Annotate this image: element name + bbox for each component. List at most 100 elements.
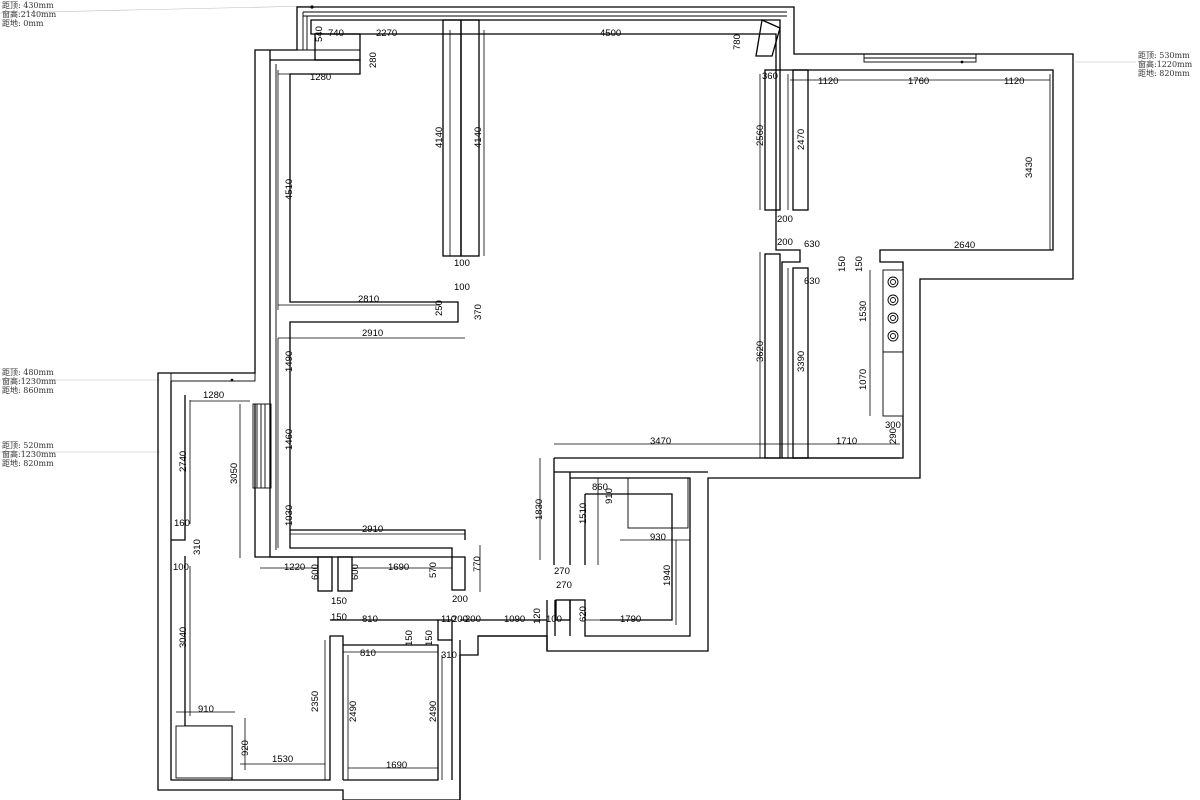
dim-label: 200	[465, 614, 481, 625]
dim-label: 370	[473, 304, 484, 320]
left-window-upper	[170, 372, 256, 382]
dim-label: 120	[532, 608, 543, 624]
bedroom-bottom-left-walls	[170, 381, 344, 781]
dim-label: 3040	[178, 627, 189, 648]
dim-label: 1530	[272, 754, 293, 765]
dim-label: 100	[173, 562, 189, 573]
dim-label: 630	[804, 276, 820, 287]
dim-label: 280	[368, 52, 379, 68]
hall-walls	[553, 457, 900, 565]
dim-label: 2470	[796, 129, 807, 150]
dim-label: 360	[762, 71, 778, 82]
note-line: 距地: 0mm	[2, 18, 44, 28]
dim-label: 100	[454, 282, 470, 293]
note-line: 距地: 820mm	[1138, 68, 1190, 78]
dim-label: 270	[554, 566, 570, 577]
dim-label: 110	[441, 614, 456, 625]
dim-label: 1510	[578, 503, 589, 524]
dim-label: 4140	[473, 127, 484, 148]
dim-label: 3390	[796, 351, 807, 372]
note-line: 距顶: 480mm	[2, 368, 54, 377]
dim-label: 150	[837, 256, 848, 272]
note-line: 窗高:1230mm	[2, 376, 57, 386]
kitchen-walls	[764, 69, 809, 459]
dim-label: 1760	[908, 76, 929, 87]
dim-label: 540	[314, 26, 325, 42]
dim-label: 4140	[434, 127, 445, 148]
dim-label: 810	[360, 648, 376, 659]
lower-corridor-walls	[460, 600, 571, 651]
dim-label: 2490	[348, 701, 359, 722]
outer-wall-outline	[157, 6, 1074, 800]
dim-label: 1530	[858, 301, 869, 322]
dim-label: 1490	[284, 351, 295, 372]
dim-label: 270	[556, 580, 572, 591]
dim-label: 860	[592, 482, 608, 493]
dim-label: 100	[454, 258, 470, 269]
dim-label: 570	[428, 562, 439, 578]
dimension-lines	[176, 30, 1051, 780]
dim-label: 600	[350, 564, 361, 580]
dim-label: 3470	[650, 436, 671, 447]
dim-label: 250	[434, 300, 445, 316]
dim-label: 740	[328, 28, 344, 39]
dim-label: 160	[174, 518, 190, 529]
dim-label: 1710	[836, 436, 857, 447]
dim-label: 1830	[534, 499, 545, 520]
dim-label: 1790	[620, 614, 641, 625]
dim-label: 1460	[284, 429, 295, 450]
dim-label: 150	[331, 596, 347, 607]
window-note-top-left: 距顶: 430mm 窗高:2140mm 距地: 0mm	[2, 1, 57, 28]
dim-label: 290	[888, 428, 899, 444]
dim-label: 1120	[818, 76, 838, 87]
dim-label: 3620	[755, 341, 766, 362]
dim-label: 920	[240, 740, 251, 756]
upper-room-inner	[270, 49, 360, 550]
dim-label: 2810	[358, 294, 379, 305]
note-line: 窗高:1220mm	[1138, 59, 1193, 69]
dim-label: 910	[604, 488, 615, 504]
dim-label: 300	[885, 420, 901, 431]
dim-label: 310	[192, 539, 203, 555]
column-pillars	[442, 19, 480, 257]
dim-label: 1220	[284, 562, 305, 573]
living-room-walls	[269, 50, 466, 591]
dim-label: 2560	[755, 125, 766, 146]
dim-label: 1030	[284, 505, 295, 526]
dim-label: 200	[777, 214, 793, 225]
dim-label: 200	[777, 237, 793, 248]
note-line: 窗高:2140mm	[2, 9, 57, 19]
dim-label: 780	[732, 34, 743, 50]
note-line: 距顶: 520mm	[2, 441, 54, 450]
dim-label: 4500	[600, 28, 621, 39]
dim-label: 150	[404, 630, 415, 646]
note-line: 距顶: 530mm	[1138, 51, 1190, 60]
dim-label: 1120	[1004, 76, 1024, 87]
dim-label: 930	[650, 532, 666, 543]
dim-label: 2910	[362, 328, 383, 339]
top-window	[302, 5, 787, 50]
dim-label: 3050	[229, 463, 240, 484]
dim-label: 770	[472, 556, 483, 572]
dim-label: 150	[331, 612, 347, 623]
dim-label: 2350	[310, 691, 321, 712]
corner-fixture	[755, 19, 781, 57]
dim-label: 4510	[284, 179, 295, 200]
dim-label: 620	[578, 606, 589, 622]
dim-label: 100	[546, 614, 562, 625]
dim-label: 2640	[954, 240, 975, 251]
dim-label: 2270	[376, 28, 397, 39]
window-note-right: 距顶: 530mm 窗高:1220mm 距地: 820mm	[1138, 51, 1193, 78]
dim-label: 3430	[1024, 157, 1035, 178]
dimension-labels: 540 740 2270 4500 780 1280 280 360 1120 …	[173, 26, 1035, 771]
dim-label: 2490	[428, 701, 439, 722]
dim-label: 1940	[662, 565, 673, 586]
dim-label: 150	[424, 630, 435, 646]
dim-label: 1070	[858, 369, 869, 390]
left-window-lower	[252, 403, 272, 489]
dim-label: 810	[362, 614, 378, 625]
dim-label: 1690	[388, 562, 409, 573]
dim-label: 200	[452, 594, 468, 605]
note-line: 距顶: 430mm	[2, 1, 54, 10]
